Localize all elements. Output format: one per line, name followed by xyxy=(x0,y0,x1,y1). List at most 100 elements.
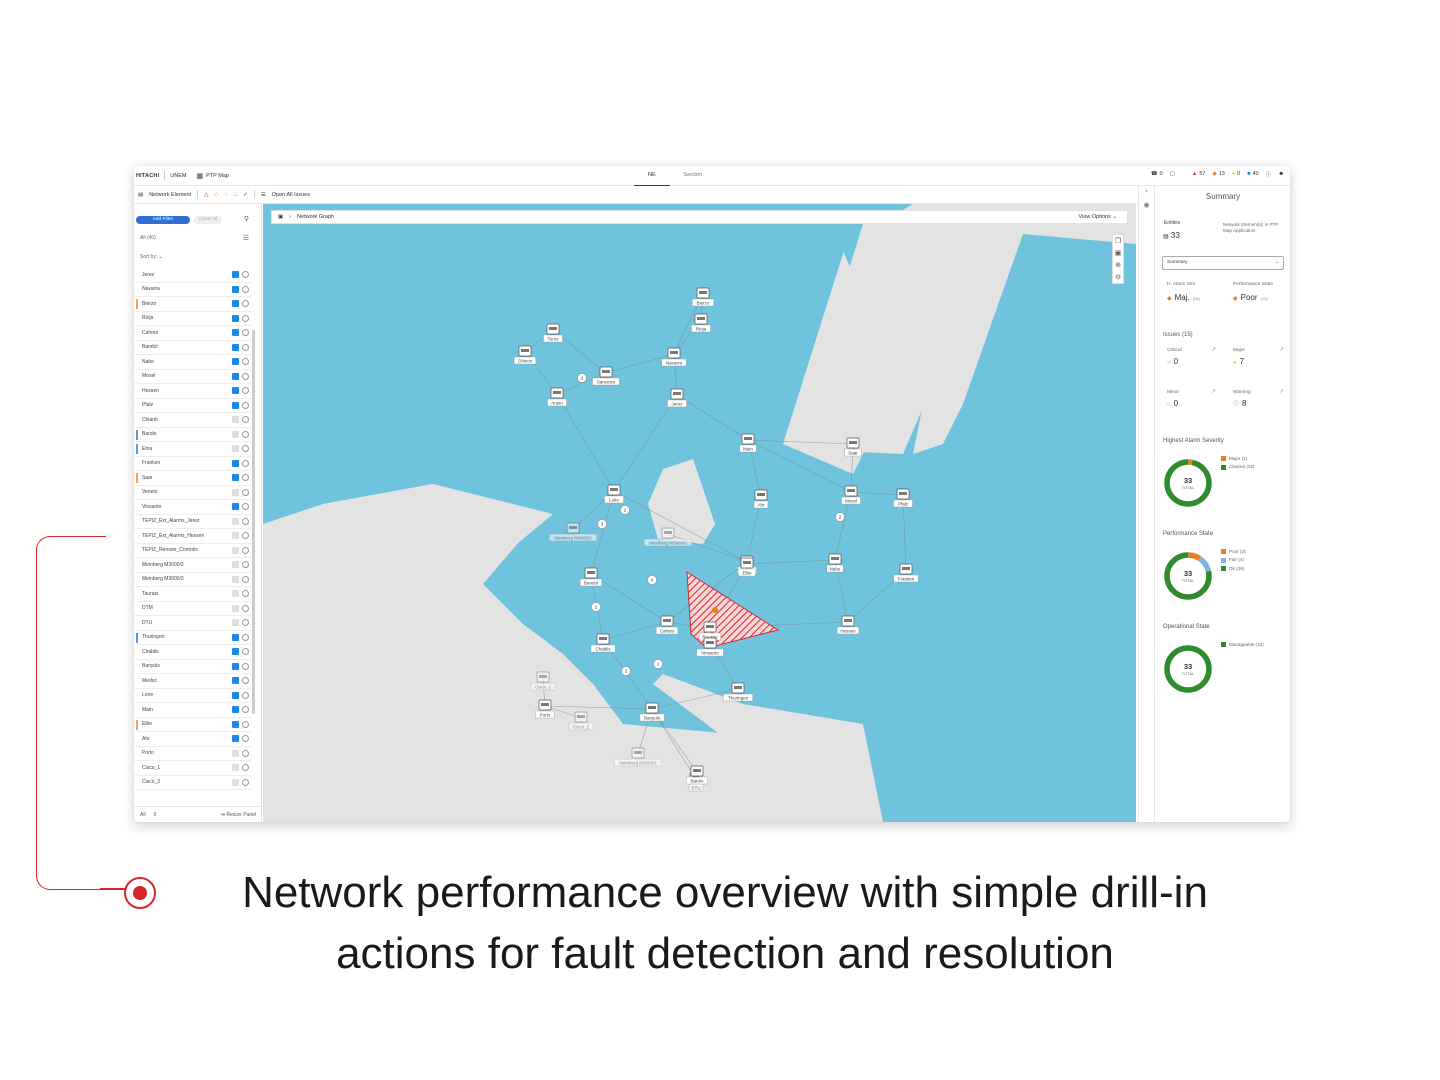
visibility-checkbox[interactable] xyxy=(232,372,239,380)
open-all-issues-button[interactable]: Open All Issues xyxy=(271,191,310,198)
network-node[interactable]: Bierzo xyxy=(692,287,715,307)
legend-item[interactable]: Major (1) xyxy=(1221,455,1255,463)
eye-icon[interactable]: ◉ xyxy=(1143,202,1150,209)
cluster-badge[interactable]: 2 xyxy=(620,505,630,515)
resize-panel-button[interactable]: ⇹ Resize Panel xyxy=(220,811,256,818)
network-node[interactable]: Rioja xyxy=(691,313,711,333)
list-item[interactable]: DTM xyxy=(134,602,252,616)
network-node[interactable]: Anjou xyxy=(547,387,567,407)
cluster-badge[interactable]: 2 xyxy=(621,666,631,676)
map-icon[interactable]: ▣ xyxy=(278,214,284,220)
list-item[interactable]: Cisco_2 xyxy=(134,776,252,790)
network-node[interactable]: Bandol xyxy=(580,567,603,587)
external-link-icon[interactable]: ↗ xyxy=(1211,347,1217,353)
issue-minor-value[interactable]: ○0 xyxy=(1167,399,1179,408)
list-item[interactable]: Jerez xyxy=(134,268,252,283)
visibility-checkbox[interactable] xyxy=(232,343,239,351)
alarm-info[interactable]: ■40 xyxy=(1247,171,1259,177)
list-item[interactable]: Mosel xyxy=(134,370,252,384)
scrollbar[interactable] xyxy=(252,330,255,714)
list-item[interactable]: Pfalz xyxy=(134,399,252,413)
list-item[interactable]: Veneto xyxy=(134,486,252,500)
network-node[interactable]: Rousse xyxy=(699,621,722,641)
network-node[interactable]: Vinsanto xyxy=(696,637,724,657)
visibility-checkbox[interactable] xyxy=(232,488,239,496)
clear-all-button[interactable]: Clear All xyxy=(194,216,222,224)
view-options-dropdown[interactable]: View Options ⌄ xyxy=(1078,214,1117,220)
visibility-checkbox[interactable] xyxy=(232,503,239,510)
app-name[interactable]: UNEM xyxy=(170,172,187,179)
issue-critical-value[interactable]: ○0 xyxy=(1167,357,1179,366)
list-item[interactable]: Medoc xyxy=(134,674,252,689)
list-item[interactable]: Thuringen xyxy=(134,631,252,645)
list-item[interactable]: Saar xyxy=(134,471,252,486)
alarm-major[interactable]: ◆13 xyxy=(1212,171,1225,177)
external-link-icon[interactable]: ↗ xyxy=(1279,347,1285,353)
visibility-checkbox[interactable] xyxy=(232,691,239,699)
visibility-checkbox[interactable] xyxy=(232,416,239,423)
network-node[interactable]: Loire xyxy=(604,484,624,504)
visibility-checkbox[interactable] xyxy=(232,546,239,554)
network-node[interactable]: Meinberg M3000/2 xyxy=(549,522,598,542)
search-icon[interactable]: ⚲ xyxy=(243,216,249,223)
fault-marker-icon[interactable] xyxy=(712,607,718,613)
visibility-checkbox[interactable] xyxy=(232,358,239,365)
visibility-checkbox[interactable] xyxy=(232,300,239,307)
network-node[interactable]: Pfalz xyxy=(893,488,913,508)
network-link[interactable] xyxy=(850,491,904,496)
cluster-badge[interactable]: 2 xyxy=(835,512,845,522)
visibility-checkbox[interactable] xyxy=(232,401,239,409)
legend-item[interactable]: Ok (26) xyxy=(1221,565,1246,573)
list-item[interactable]: Bandol xyxy=(134,341,252,355)
network-node[interactable]: Meinberg M3000/1 xyxy=(614,747,663,767)
network-link[interactable] xyxy=(747,439,854,445)
view-name[interactable]: PTP Map xyxy=(206,172,229,179)
list-item[interactable]: TEPIZ_Ext_Alarms_Jerez xyxy=(134,515,252,529)
legend-item[interactable]: Poor (3) xyxy=(1221,548,1246,556)
list-item[interactable]: Cisco_1 xyxy=(134,761,252,776)
menu-icon[interactable]: ☰ xyxy=(242,235,249,242)
zoom-out-icon[interactable]: ⊖ xyxy=(1115,274,1121,281)
tab-section[interactable]: Section xyxy=(683,172,702,178)
list-item[interactable]: Chablis xyxy=(134,645,252,660)
network-link[interactable] xyxy=(590,573,668,623)
list-item[interactable]: TEPIZ_Remote_Controls xyxy=(134,544,252,558)
footer-all[interactable]: All xyxy=(140,811,146,818)
list-item[interactable]: TEPIZ_Ext_Alarms_Hessen xyxy=(134,529,252,544)
network-link[interactable] xyxy=(544,705,653,710)
network-node[interactable]: Barolo xyxy=(686,765,709,785)
visibility-checkbox[interactable] xyxy=(232,517,239,525)
summary-select[interactable]: Summary⌄ xyxy=(1162,256,1284,270)
user-icon[interactable]: ☻ xyxy=(1278,171,1284,177)
network-link[interactable] xyxy=(556,372,607,395)
network-link[interactable] xyxy=(902,494,907,571)
visibility-checkbox[interactable] xyxy=(232,648,239,655)
visibility-checkbox[interactable] xyxy=(232,749,239,757)
list-item[interactable]: Porto xyxy=(134,747,252,761)
list-item[interactable]: Vinsanto xyxy=(134,500,252,515)
network-node[interactable]: Chablis xyxy=(590,633,616,653)
visibility-checkbox[interactable] xyxy=(232,604,239,612)
donut-segment[interactable] xyxy=(1164,645,1212,693)
network-element-label[interactable]: Network Element xyxy=(149,191,192,198)
network-link[interactable] xyxy=(613,490,748,563)
visibility-checkbox[interactable] xyxy=(232,706,239,713)
cluster-badge[interactable]: 2 xyxy=(591,602,601,612)
legend-item[interactable]: Cleared (32) xyxy=(1221,463,1255,471)
info-filter-icon[interactable]: □ xyxy=(233,191,238,198)
network-link[interactable] xyxy=(602,621,668,641)
network-node[interactable]: Chinon xyxy=(513,345,536,365)
visibility-checkbox[interactable] xyxy=(232,285,239,293)
legend-item[interactable]: Manageable (33) xyxy=(1221,641,1264,649)
visibility-checkbox[interactable] xyxy=(232,532,239,539)
network-node[interactable]: Ahr xyxy=(753,489,769,509)
chevron-right-icon[interactable]: › xyxy=(1145,188,1148,195)
network-node[interactable]: Thuringen xyxy=(723,682,753,702)
external-link-icon[interactable]: ↗ xyxy=(1211,389,1217,395)
visibility-checkbox[interactable] xyxy=(232,561,239,568)
